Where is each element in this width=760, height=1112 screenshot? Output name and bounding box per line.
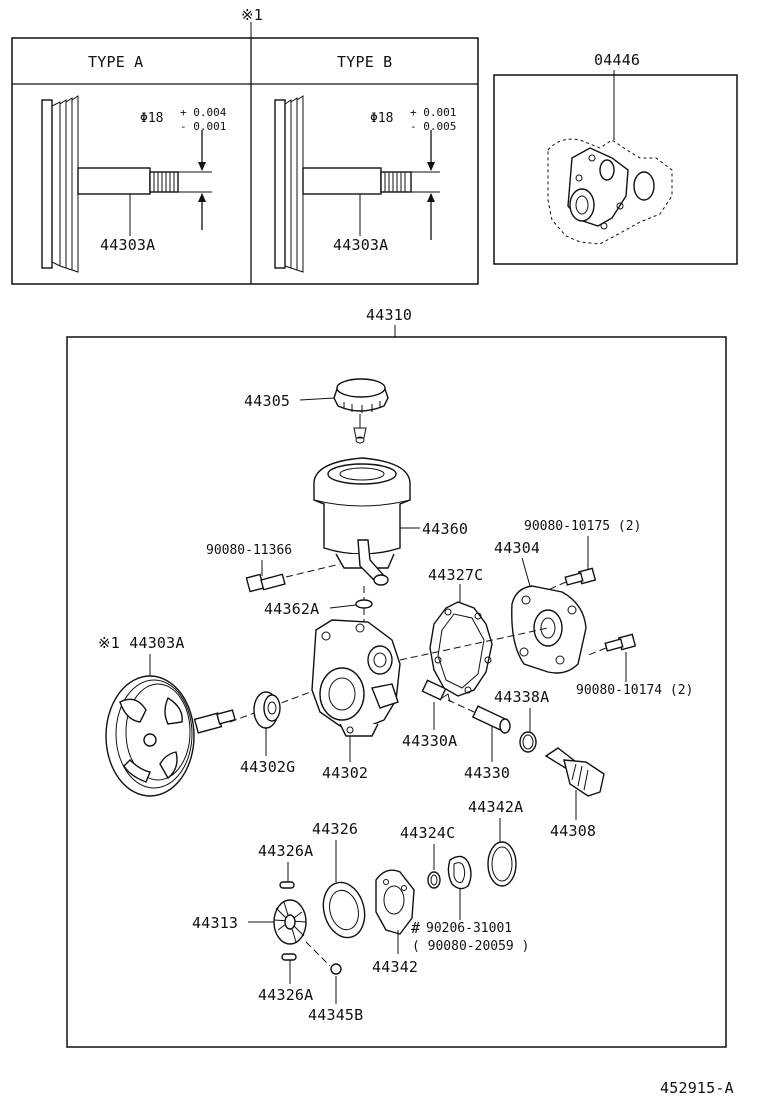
- reservoir-bolt: 90080-11366: [206, 543, 341, 593]
- cam-ring: 44342: [372, 869, 418, 976]
- label-cap: 44305: [244, 392, 290, 410]
- type-a-pulley-rim: [41, 99, 53, 269]
- small-oring: 44324C: [400, 824, 455, 889]
- type-a-pulley-shaft: Φ18 + 0.004 - 0.001 44303A: [41, 95, 227, 273]
- flow-control-valve: 44330: [447, 699, 511, 782]
- dowel-pin-top: 44326A: [258, 842, 313, 889]
- type-b-pulley-shaft: Φ18 + 0.001 - 0.005 44303A: [274, 95, 456, 273]
- reservoir-cap: 44305: [244, 378, 389, 444]
- label-valve: 44330: [464, 764, 510, 782]
- type-table-frame: [11, 37, 479, 285]
- pump-cover: 44304: [494, 539, 587, 674]
- note-mark: ※1: [241, 6, 263, 24]
- illustration-code: 452915-A: [660, 1079, 734, 1097]
- bearing: 44302G: [240, 691, 295, 776]
- large-oring: 44342A: [468, 798, 523, 887]
- label-large-oring: 44342A: [468, 798, 523, 816]
- type-b-dim-prefix: Φ18: [370, 111, 393, 126]
- label-housing: 44302: [322, 764, 368, 782]
- relief-spring: 44330A: [402, 679, 457, 750]
- label-cam-ring: 44342: [372, 958, 418, 976]
- label-cover-bolt-upper: 90080-10175 (2): [524, 519, 641, 534]
- label-pulley-shaft: ※1 44303A: [98, 634, 185, 652]
- dowel-pin-bottom: 44326A: [258, 953, 313, 1004]
- type-b-tol-plus: + 0.001: [410, 106, 456, 119]
- valve-oring: 44338A: [494, 688, 549, 753]
- label-bearing: 44302G: [240, 758, 295, 776]
- cover-gasket: 44327C: [428, 566, 493, 697]
- seal-kit-note: # 90206-31001 ( 90080-20059 ): [411, 919, 529, 954]
- pump-housing: 44302: [311, 619, 401, 782]
- type-a-tol-plus: + 0.004: [180, 106, 227, 119]
- label-gasket: 44327C: [428, 566, 483, 584]
- label-pin-top: 44326A: [258, 842, 313, 860]
- kit-part-2: ( 90080-20059 ): [412, 939, 529, 954]
- label-spring: 44330A: [402, 732, 457, 750]
- cover-bolt-upper: 90080-10175 (2): [524, 519, 641, 591]
- label-ball: 44345B: [308, 1006, 363, 1024]
- kit-part-1: 90206-31001: [426, 921, 512, 936]
- assembly-number: 44310: [366, 306, 412, 324]
- gasket-kit-outline: [547, 138, 673, 245]
- type-b-part-number: 44303A: [333, 236, 388, 254]
- reservoir-oring: 44362A: [264, 586, 373, 624]
- kidney-seal: [447, 855, 472, 920]
- union-fitting: 44308: [544, 747, 605, 840]
- label-pin-bottom: 44326A: [258, 986, 313, 1004]
- rotor: 44313: [192, 899, 331, 967]
- reservoir: 44360: [313, 457, 468, 586]
- type-a-heading: TYPE A: [88, 53, 143, 71]
- type-b-heading: TYPE B: [337, 53, 392, 71]
- type-a-tol-minus: - 0.001: [180, 120, 226, 133]
- type-b-tol-minus: - 0.005: [410, 120, 456, 133]
- pulley-shaft: ※1 44303A: [98, 634, 236, 797]
- label-valve-oring: 44338A: [494, 688, 549, 706]
- type-a-spline: [149, 171, 179, 193]
- label-rotor: 44313: [192, 914, 238, 932]
- assembly-frame: [66, 336, 727, 1048]
- check-ball: 44345B: [308, 963, 363, 1024]
- type-a-dim-prefix: Φ18: [140, 111, 163, 126]
- label-side-plate: 44326: [312, 820, 358, 838]
- cover-bolt-lower: 90080-10174 (2): [576, 633, 693, 698]
- kit-mark: #: [411, 919, 420, 937]
- label-cover-bolt-lower: 90080-10174 (2): [576, 683, 693, 698]
- type-b-pulley-rim: [274, 99, 286, 269]
- label-fitting: 44308: [550, 822, 596, 840]
- label-reservoir: 44360: [422, 520, 468, 538]
- label-cover: 44304: [494, 539, 540, 557]
- type-a-part-number: 44303A: [100, 236, 155, 254]
- label-small-oring: 44324C: [400, 824, 455, 842]
- label-reservoir-oring: 44362A: [264, 600, 319, 618]
- type-b-shaft-body: [302, 167, 382, 195]
- type-a-shaft-body: [77, 167, 151, 195]
- gasket-kit-frame: [493, 74, 738, 265]
- gasket-kit-panel: 04446: [493, 51, 738, 265]
- side-plate: 44326: [312, 820, 366, 939]
- shaft-type-table: ※1 TYPE A TYPE B Φ18 + 0.004 - 0.001 443…: [11, 6, 479, 285]
- gasket-kit-number: 04446: [594, 51, 640, 69]
- label-reservoir-bolt: 90080-11366: [206, 543, 292, 558]
